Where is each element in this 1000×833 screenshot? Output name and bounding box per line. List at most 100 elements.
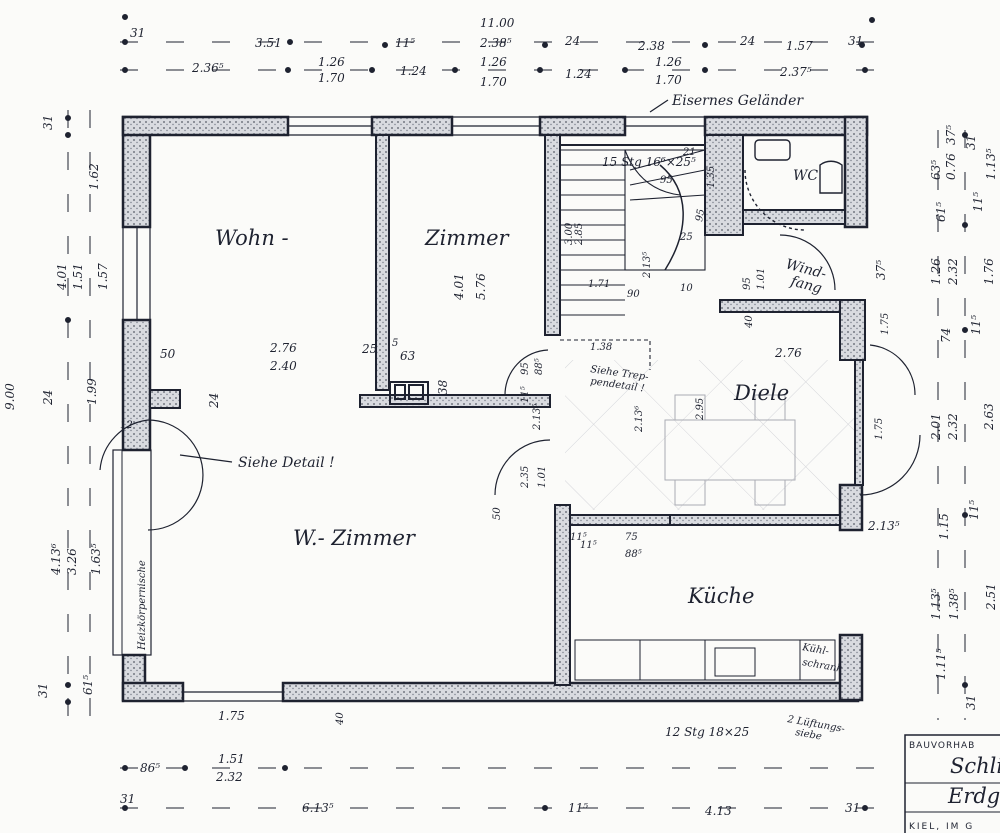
svg-text:2.76: 2.76 (269, 341, 297, 355)
svg-text:10: 10 (680, 283, 693, 294)
svg-text:1.75: 1.75 (880, 313, 891, 335)
svg-text:5.76: 5.76 (474, 273, 488, 300)
svg-text:63: 63 (400, 349, 416, 363)
svg-text:2.76: 2.76 (774, 346, 802, 360)
title-block-line1: BAUVORHAB (909, 741, 975, 751)
svg-text:2.40: 2.40 (269, 359, 297, 373)
svg-text:61⁵: 61⁵ (934, 202, 948, 222)
svg-text:1.26: 1.26 (655, 55, 682, 69)
svg-text:1.62: 1.62 (87, 163, 101, 190)
svg-text:2.37⁵: 2.37⁵ (779, 65, 812, 79)
svg-text:31: 31 (964, 135, 978, 150)
svg-text:2.36⁵: 2.36⁵ (191, 61, 224, 75)
svg-text:2.38: 2.38 (637, 39, 665, 53)
svg-text:2.35: 2.35 (520, 466, 531, 489)
svg-text:0.76: 0.76 (944, 153, 958, 180)
note-stairs-bottom: 12 Stg 18×25 (665, 725, 749, 739)
svg-text:38: 38 (436, 379, 450, 395)
svg-text:88⁵: 88⁵ (534, 358, 545, 375)
svg-text:2.85: 2.85 (574, 223, 585, 246)
wc-fixtures (744, 139, 843, 231)
svg-text:95: 95 (660, 175, 673, 186)
svg-text:3.51: 3.51 (255, 36, 282, 50)
svg-text:1.70: 1.70 (480, 75, 507, 89)
svg-text:75: 75 (625, 532, 638, 543)
svg-text:11⁵: 11⁵ (570, 532, 587, 543)
svg-text:95: 95 (520, 362, 531, 375)
svg-text:50: 50 (492, 507, 503, 520)
svg-text:1.11⁵: 1.11⁵ (934, 648, 948, 680)
svg-text:37⁵: 37⁵ (944, 125, 958, 145)
svg-text:2.13⁵: 2.13⁵ (642, 252, 653, 279)
note-kuehl-2: schrank (801, 657, 843, 675)
svg-text:25: 25 (361, 342, 377, 356)
svg-text:25: 25 (679, 232, 693, 243)
svg-text:1.70: 1.70 (655, 73, 682, 87)
svg-text:1.13⁵: 1.13⁵ (984, 148, 998, 180)
dims-left: 31 1.62 4.01 1.51 1.57 9.00 24 1.99 4.13… (3, 115, 110, 698)
door-swings (99, 234, 921, 531)
svg-text:1.35: 1.35 (706, 166, 717, 188)
room-label-wc: WC (793, 168, 818, 184)
svg-text:88⁵: 88⁵ (625, 549, 642, 560)
svg-text:1.26: 1.26 (480, 55, 507, 69)
svg-text:2.63: 2.63 (982, 403, 996, 431)
svg-text:24: 24 (41, 390, 55, 406)
svg-text:95: 95 (742, 277, 753, 290)
title-block-line4: KIEL, IM G (909, 822, 974, 832)
svg-text:37⁵: 37⁵ (874, 260, 888, 280)
svg-text:4.01: 4.01 (55, 263, 69, 291)
room-label-w-zimmer: W.- Zimmer (293, 526, 417, 550)
svg-text:12: 12 (120, 420, 133, 431)
svg-text:31: 31 (964, 695, 978, 710)
svg-text:1.24: 1.24 (565, 67, 592, 81)
room-label-kueche: Küche (687, 584, 754, 608)
room-label-diele: Diele (733, 381, 789, 405)
svg-text:74: 74 (939, 328, 953, 343)
svg-text:1.63⁵: 1.63⁵ (89, 543, 103, 575)
svg-text:2.32: 2.32 (946, 413, 960, 441)
kitchen-counters (574, 639, 836, 681)
staircase (560, 144, 706, 370)
note-heizkoerpernische: Heizkörpernische (137, 560, 148, 651)
svg-text:1.13⁵: 1.13⁵ (929, 588, 943, 620)
inner-walls (149, 134, 866, 686)
dims-top-row2: 2.36⁵ 1.26 1.70 1.24 1.26 1.70 1.24 1.26… (191, 55, 812, 89)
svg-text:50: 50 (160, 347, 176, 361)
svg-text:90: 90 (627, 289, 640, 300)
svg-text:4.01: 4.01 (452, 273, 466, 301)
svg-text:2.13⁶: 2.13⁶ (634, 406, 645, 433)
svg-text:2.38⁵: 2.38⁵ (479, 36, 512, 50)
stair-direction-arrow (659, 164, 684, 271)
svg-text:31: 31 (130, 26, 145, 40)
dims-bottom: 1.75 40 86⁵ 1.51 2.32 31 6.13⁵ 11⁵ 4.13 … (120, 709, 860, 818)
note-lueftung-2: siebe (794, 727, 822, 742)
svg-text:40: 40 (335, 712, 346, 726)
svg-text:2.01: 2.01 (929, 413, 943, 441)
svg-text:21: 21 (682, 147, 696, 158)
svg-text:2.51: 2.51 (984, 583, 998, 611)
svg-text:95: 95 (694, 208, 707, 222)
svg-text:1.26: 1.26 (929, 258, 943, 285)
svg-text:3.26: 3.26 (65, 548, 79, 575)
window-openings (122, 116, 705, 702)
title-block-line3: Erdg (947, 784, 1000, 808)
svg-text:63⁵: 63⁵ (929, 160, 943, 180)
svg-text:6.13⁵: 6.13⁵ (302, 801, 334, 815)
title-block: BAUVORHAB Schli Erdg KIEL, IM G (904, 734, 1000, 833)
svg-text:1.57: 1.57 (786, 39, 813, 53)
svg-text:24: 24 (564, 34, 580, 48)
svg-text:11⁵: 11⁵ (395, 36, 415, 50)
svg-text:2.95: 2.95 (695, 398, 706, 421)
note-siehe-detail: Siehe Detail ! (238, 455, 335, 471)
svg-text:31: 31 (848, 34, 863, 48)
note-gelaender: Eisernes Geländer (671, 93, 804, 109)
heating-niche (112, 449, 152, 656)
svg-text:31: 31 (36, 683, 50, 698)
svg-text:1.75: 1.75 (218, 709, 245, 723)
dims-right: 31 63⁵ 0.76 1.13⁵ 37⁵ 61⁵ 11⁵ 1.26 2.32 … (929, 125, 998, 710)
title-block-line2: Schli (950, 754, 1000, 778)
svg-text:1.51: 1.51 (71, 263, 85, 290)
